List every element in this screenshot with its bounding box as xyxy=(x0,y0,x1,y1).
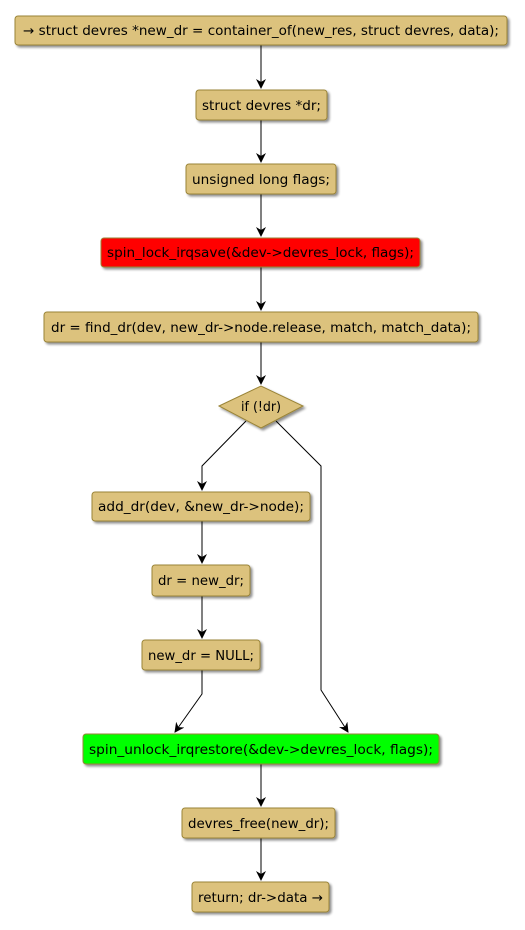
node-devres-free: devres_free(new_dr); xyxy=(181,807,336,839)
node-return-label: return; dr->data → xyxy=(198,891,323,906)
node-condition-label: if (!dr) xyxy=(241,400,281,415)
node-spin-lock: spin_lock_irqsave(&dev->devres_lock, fla… xyxy=(100,237,421,268)
node-decl-dr: struct devres *dr; xyxy=(195,89,328,121)
node-assign-dr: dr = new_dr; xyxy=(151,564,251,597)
node-spin-unlock-label: spin_unlock_irqrestore(&dev->devres_lock… xyxy=(89,743,433,758)
node-decl-dr-label: struct devres *dr; xyxy=(202,99,321,114)
node-decl-flags: unsigned long flags; xyxy=(185,163,337,195)
node-null-new-dr-label: new_dr = NULL; xyxy=(148,649,254,664)
node-add-dr-label: add_dr(dev, &new_dr->node); xyxy=(98,500,304,515)
node-spin-unlock: spin_unlock_irqrestore(&dev->devres_lock… xyxy=(82,733,440,765)
edge-condition-true-to-add-dr xyxy=(197,420,247,491)
node-assign-dr-label: dr = new_dr; xyxy=(158,574,244,589)
node-decl-flags-label: unsigned long flags; xyxy=(192,173,330,188)
node-devres-free-label: devres_free(new_dr); xyxy=(188,817,329,832)
edge-null-new-dr-to-spin-unlock xyxy=(174,670,203,733)
nodes: → struct devres *new_dr = container_of(n… xyxy=(14,15,508,913)
node-entry-label: → struct devres *new_dr = container_of(n… xyxy=(23,24,499,39)
node-return: return; dr->data → xyxy=(191,881,330,913)
node-condition: if (!dr) xyxy=(217,385,305,429)
node-null-new-dr: new_dr = NULL; xyxy=(141,639,261,671)
node-entry: → struct devres *new_dr = container_of(n… xyxy=(14,15,508,46)
node-find-dr: dr = find_dr(dev, new_dr->node.release, … xyxy=(43,311,479,343)
node-spin-lock-label: spin_lock_irqsave(&dev->devres_lock, fla… xyxy=(107,246,414,261)
edge-condition-false-to-spin-unlock xyxy=(275,420,349,733)
edges xyxy=(174,45,349,881)
node-add-dr: add_dr(dev, &new_dr->node); xyxy=(91,491,311,522)
node-find-dr-label: dr = find_dr(dev, new_dr->node.release, … xyxy=(51,321,471,336)
